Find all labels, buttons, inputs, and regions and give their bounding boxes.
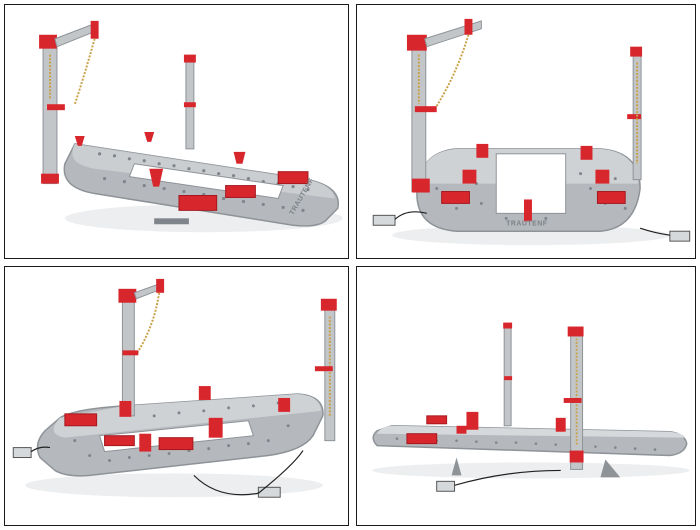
frame-machine-illustration: TRAUTENF: [372, 18, 691, 246]
jack-block: [406, 433, 438, 445]
anchor-clamps: [74, 131, 246, 187]
frame-machine-illustration: [372, 322, 690, 492]
jack-block: [441, 191, 470, 204]
anchor-clamps: [119, 386, 291, 452]
anchor-clamps: [456, 411, 566, 434]
tower-post: [503, 324, 512, 427]
tower-cap: [39, 34, 57, 49]
hydraulic-pump: [436, 480, 456, 492]
pull-chain: [73, 38, 96, 105]
brand-label: TRAUTENF: [506, 220, 547, 227]
image-panel-front: TRAUTENF: [356, 4, 696, 259]
image-panel-side: [356, 266, 696, 526]
hydraulic-pump: [12, 447, 32, 459]
image-panel-left-wide: [4, 266, 349, 526]
frame-machine-illustration: [12, 278, 337, 498]
hydraulic-cable: [454, 469, 561, 486]
frame-machine-illustration: TRAUTENF: [39, 20, 343, 233]
hydraulic-cable: [394, 211, 427, 220]
hydraulic-cable: [30, 446, 51, 453]
jack-block: [64, 413, 98, 427]
hydraulic-pump: [372, 214, 396, 226]
image-panel-front-left: TRAUTENF: [4, 4, 349, 259]
tower-post: [121, 296, 135, 417]
pull-chain: [135, 292, 161, 355]
anchor-clamps: [462, 143, 610, 222]
pull-chain: [433, 34, 470, 110]
jack-block: [178, 194, 218, 211]
